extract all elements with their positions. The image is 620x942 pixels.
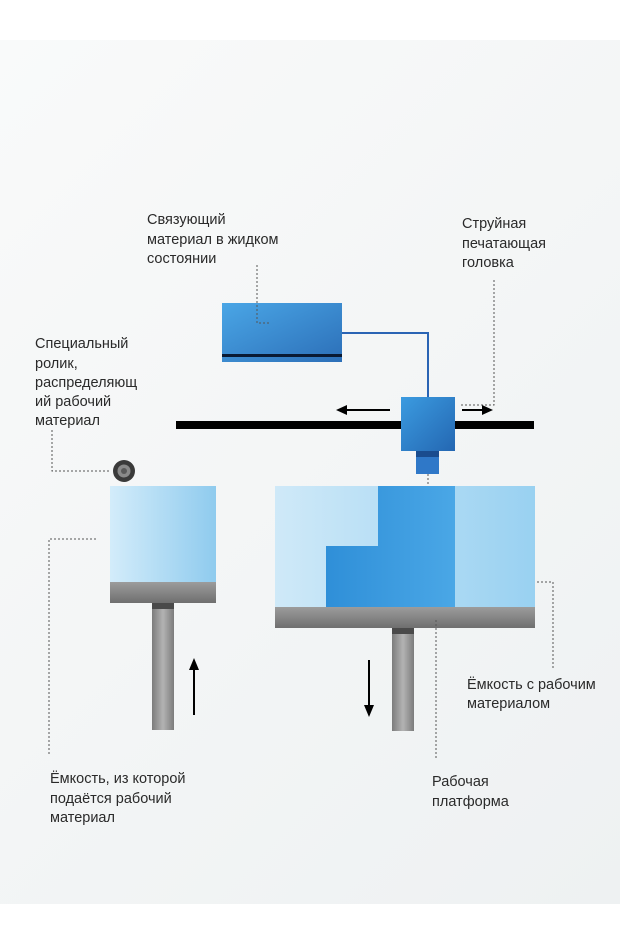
leader-printhead <box>461 280 495 406</box>
arrow-right-icon <box>462 405 493 415</box>
feed-platform <box>110 582 216 603</box>
build-platform <box>275 607 535 628</box>
build-piston-collar <box>392 628 414 634</box>
feed-piston-collar <box>152 603 174 609</box>
printhead-nozzle-top <box>416 451 439 457</box>
leader-lines <box>48 265 554 760</box>
printed-part <box>326 486 455 607</box>
build-piston <box>392 628 414 731</box>
leader-binder <box>256 265 270 324</box>
feed-piston <box>152 603 174 730</box>
container-label: Ёмкость с рабочим материалом <box>467 676 600 712</box>
arrow-down-icon <box>364 660 374 717</box>
printhead-label: Струйная печатающая головка <box>462 216 550 271</box>
arrow-left-icon <box>336 405 390 415</box>
feed-powder <box>110 486 216 582</box>
roller-icon <box>113 460 135 482</box>
printhead-rail <box>176 421 534 429</box>
binder-label: Связующий материал в жидком состоянии <box>147 212 283 267</box>
leader-roller <box>51 430 110 472</box>
binder-tank-body <box>222 303 342 362</box>
diagram-card <box>0 40 620 904</box>
leader-container <box>537 581 554 668</box>
build-container <box>275 486 535 731</box>
roller-label: Специальный ролик, распределяющ ий рабоч… <box>35 336 141 429</box>
printhead-body <box>401 397 455 451</box>
binder-level-line <box>222 354 342 357</box>
binder-tank <box>222 303 342 362</box>
feed-container <box>110 486 216 730</box>
arrow-up-icon <box>189 658 199 715</box>
feed-label: Ёмкость, из которой подаётся рабочий мат… <box>50 770 190 826</box>
binder-supply-tube <box>342 332 429 398</box>
platform-label: Рабочая платформа <box>432 774 510 810</box>
leader-feed <box>48 538 96 755</box>
printhead <box>401 397 455 474</box>
